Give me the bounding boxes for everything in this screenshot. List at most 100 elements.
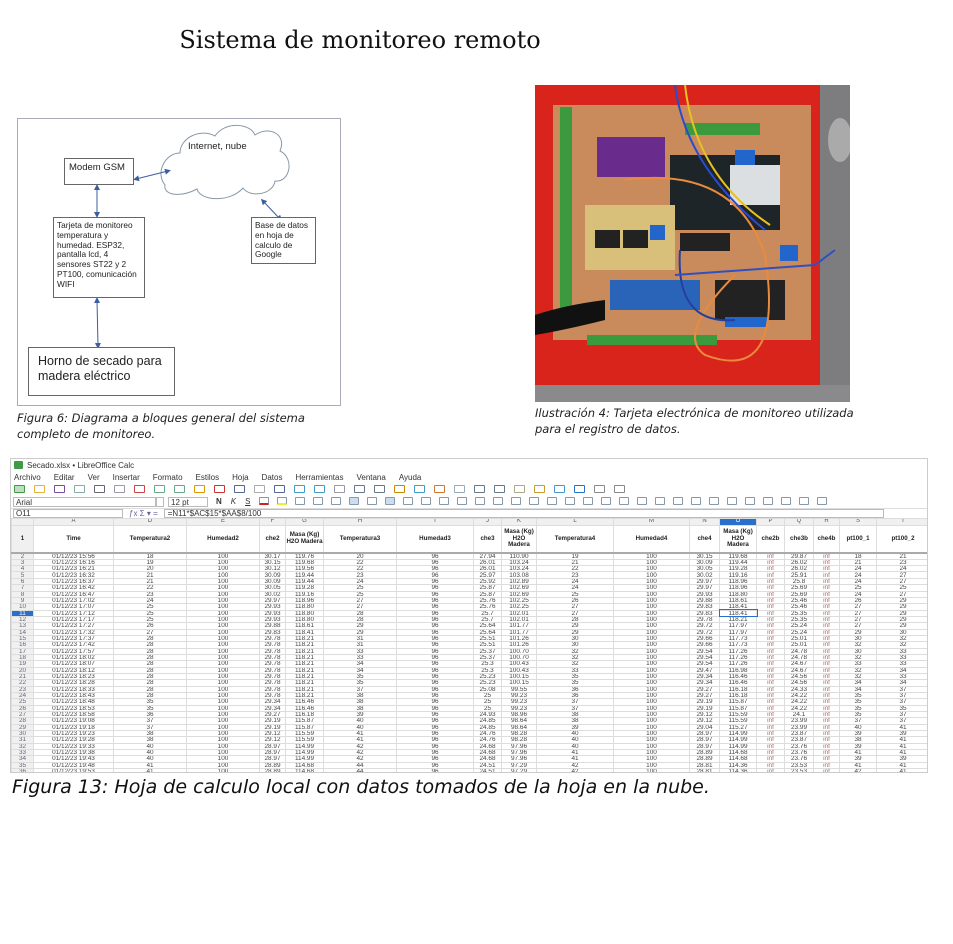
header-cell[interactable]: che2b	[756, 525, 785, 554]
table-cell[interactable]: 100	[613, 768, 690, 772]
menu-editar[interactable]: Editar	[53, 472, 75, 482]
table-cell[interactable]: 33	[876, 653, 927, 662]
name-box[interactable]: O11	[13, 509, 123, 518]
table-cell[interactable]: 97.29	[501, 768, 537, 772]
menu-estilos[interactable]: Estilos	[195, 472, 220, 482]
column-header-g[interactable]: G	[285, 518, 324, 526]
font-size-select[interactable]: 12 pt	[168, 496, 208, 507]
column-header-d[interactable]: D	[113, 518, 187, 526]
table-cell[interactable]: 18	[113, 552, 187, 560]
table-cell[interactable]: 119.76	[285, 552, 324, 560]
table-cell[interactable]: 01/12/23 15:56	[33, 552, 114, 560]
header-cell[interactable]: Humedad3	[396, 525, 474, 554]
format-button-icon[interactable]	[331, 496, 342, 505]
table-cell[interactable]: 19	[536, 552, 614, 560]
toolbar-button-icon[interactable]	[74, 485, 85, 493]
toolbar-button-icon[interactable]	[454, 485, 465, 493]
header-cell[interactable]: Humedad4	[613, 525, 690, 554]
column-header-o[interactable]: O	[719, 518, 757, 526]
table-cell[interactable]: 110.90	[501, 552, 537, 560]
function-wizard-icon[interactable]: ƒx Σ ▾ =	[129, 509, 158, 518]
table-cell[interactable]: 37	[876, 685, 927, 694]
menu-ver[interactable]: Ver	[87, 472, 100, 482]
table-cell[interactable]: 119.68	[719, 552, 757, 560]
table-cell[interactable]: inf	[813, 768, 840, 772]
toolbar-button-icon[interactable]	[194, 485, 205, 493]
format-button-icon[interactable]	[475, 496, 486, 505]
table-cell[interactable]: inf	[756, 768, 785, 772]
column-header-i[interactable]: I	[396, 518, 474, 526]
column-header-q[interactable]: Q	[784, 518, 814, 526]
table-cell[interactable]: 41	[876, 742, 927, 751]
table-cell[interactable]: 24.51	[473, 768, 502, 772]
header-cell[interactable]: Temperatura3	[323, 525, 397, 554]
table-cell[interactable]: 44	[323, 768, 397, 772]
toolbar-button-icon[interactable]	[174, 485, 185, 493]
table-cell[interactable]: 27.94	[473, 552, 502, 560]
format-button-icon[interactable]	[349, 496, 360, 505]
italic-button[interactable]: K	[230, 497, 237, 506]
table-cell[interactable]: inf	[813, 552, 840, 560]
header-cell[interactable]: che4	[689, 525, 720, 554]
table-cell[interactable]: 27	[876, 590, 927, 598]
format-button-icon[interactable]	[565, 496, 576, 505]
toolbar-button-icon[interactable]	[114, 485, 125, 493]
table-cell[interactable]: 96	[396, 552, 474, 560]
format-button-icon[interactable]	[457, 496, 468, 505]
header-cell[interactable]: Temperatura4	[536, 525, 614, 554]
format-button-icon[interactable]	[817, 496, 828, 505]
toolbar-button-icon[interactable]	[134, 485, 145, 493]
chevron-down-icon[interactable]	[156, 496, 164, 507]
menu-ayuda[interactable]: Ayuda	[398, 472, 422, 482]
table-cell[interactable]: 42	[536, 768, 614, 772]
toolbar-button-icon[interactable]	[94, 485, 105, 493]
row-header[interactable]: 36	[11, 768, 34, 772]
table-cell[interactable]: 30.15	[689, 552, 720, 560]
format-button-icon[interactable]	[313, 496, 324, 505]
table-cell[interactable]: 33	[876, 660, 927, 668]
table-cell[interactable]: 23.53	[784, 768, 814, 772]
table-cell[interactable]: 23	[876, 558, 927, 567]
column-header-a[interactable]: A	[33, 518, 114, 526]
toolbar-button-icon[interactable]	[14, 485, 25, 493]
table-cell[interactable]: 29	[876, 596, 927, 605]
table-cell[interactable]: 20	[323, 552, 397, 560]
toolbar-button-icon[interactable]	[574, 485, 585, 493]
toolbar-button-icon[interactable]	[554, 485, 565, 493]
table-cell[interactable]: 34	[876, 666, 927, 675]
row-header[interactable]: 2	[11, 552, 34, 560]
format-button-icon[interactable]	[421, 496, 432, 505]
table-cell[interactable]: 29	[876, 603, 927, 611]
column-header-r[interactable]: R	[813, 518, 840, 526]
header-cell[interactable]: Time	[33, 525, 114, 554]
header-cell[interactable]: che4b	[813, 525, 840, 554]
table-cell[interactable]: 01/12/23 19:53	[33, 768, 114, 772]
toolbar-button-icon[interactable]	[214, 485, 225, 493]
toolbar-button-icon[interactable]	[534, 485, 545, 493]
table-cell[interactable]: 41	[876, 768, 927, 772]
toolbar-button-icon[interactable]	[474, 485, 485, 493]
format-button-icon[interactable]	[619, 496, 630, 505]
row-header[interactable]: 1	[11, 525, 34, 554]
header-cell[interactable]: che2	[259, 525, 286, 554]
toolbar-button-icon[interactable]	[34, 485, 45, 493]
header-cell[interactable]: Masa (Kg) H2O Madera	[719, 525, 757, 554]
formula-input[interactable]: =N11*$AC$15*$AA$8/100	[163, 509, 884, 518]
format-button-icon[interactable]	[277, 496, 288, 505]
header-cell[interactable]: Masa (Kg) H2O Madera	[285, 525, 324, 554]
column-header-f[interactable]: F	[259, 518, 286, 526]
table-cell[interactable]: 42	[839, 768, 877, 772]
table-cell[interactable]: 37	[876, 711, 927, 719]
menu-formato[interactable]: Formato	[152, 472, 183, 482]
format-button-icon[interactable]	[385, 496, 396, 505]
header-cell[interactable]: Masa (Kg) H2O Madera	[501, 525, 537, 554]
table-cell[interactable]: 27	[876, 571, 927, 579]
format-button-icon[interactable]	[601, 496, 612, 505]
table-cell[interactable]: 32	[876, 641, 927, 649]
toolbar-button-icon[interactable]	[594, 485, 605, 493]
table-cell[interactable]: 30	[876, 628, 927, 636]
table-cell[interactable]: 114.36	[719, 768, 757, 772]
bold-button[interactable]: N	[216, 497, 222, 506]
table-cell[interactable]: 25	[876, 584, 927, 592]
toolbar-button-icon[interactable]	[154, 485, 165, 493]
